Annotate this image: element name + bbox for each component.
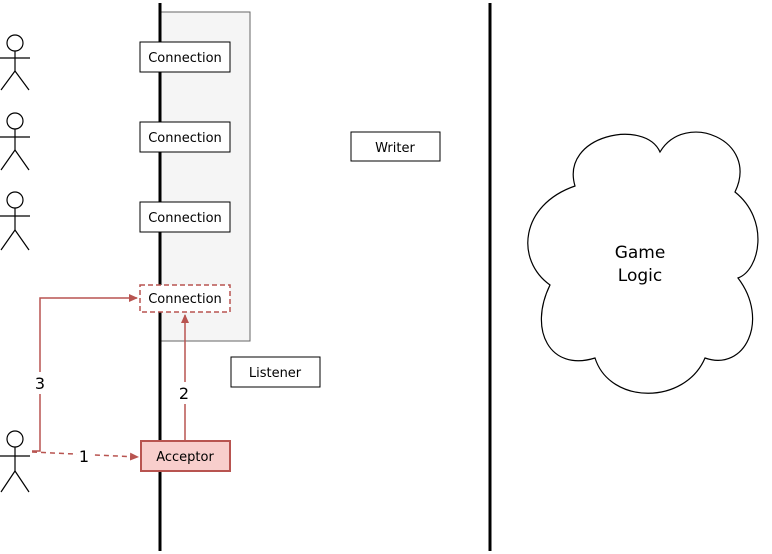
cloud-label-line1: Game xyxy=(615,243,666,263)
cloud-label-line2: Logic xyxy=(618,266,662,286)
listener-box: Listener xyxy=(230,356,321,388)
writer-label: Writer xyxy=(375,141,415,156)
game-logic-cloud: Game Logic xyxy=(527,131,759,394)
connection-box: Connection xyxy=(139,121,231,153)
step-2-label-bg xyxy=(176,382,192,404)
client-actor xyxy=(0,34,30,91)
acceptor-label: Acceptor xyxy=(156,450,214,465)
client-actor xyxy=(0,112,30,171)
listener-label: Listener xyxy=(249,366,302,381)
writer-box: Writer xyxy=(350,131,441,162)
connection-box: Connection xyxy=(139,201,231,233)
step-1-label: 1 xyxy=(79,447,89,466)
acceptor-box: Acceptor xyxy=(140,440,231,472)
new-connection-box: Connection xyxy=(139,284,231,313)
step-3-label-bg xyxy=(32,372,48,394)
connection-box: Connection xyxy=(139,41,231,73)
connection-label: Connection xyxy=(148,211,222,226)
connection-label: Connection xyxy=(148,51,222,66)
step-1-label-bg xyxy=(77,446,91,466)
new-connection-label: Connection xyxy=(148,292,222,307)
connection-label: Connection xyxy=(148,131,222,146)
new-client-actor xyxy=(0,430,30,493)
client-actor xyxy=(0,191,30,251)
step-2-label: 2 xyxy=(179,384,189,403)
step-3-label: 3 xyxy=(35,374,45,393)
